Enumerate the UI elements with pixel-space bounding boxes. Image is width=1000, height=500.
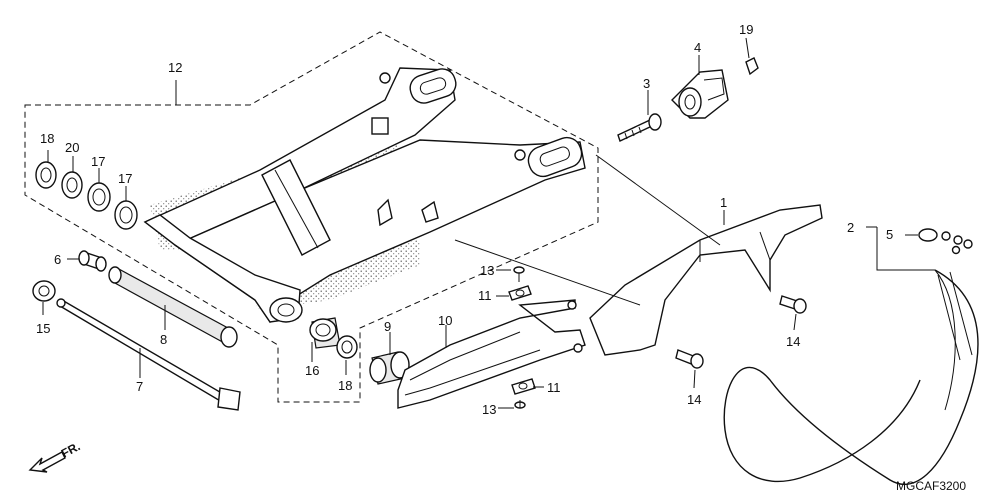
callout-2: 2 [847,220,854,235]
bearing-stack [35,161,138,230]
washer-11-lower [511,378,536,395]
callout-19: 19 [739,22,753,37]
dust-seal-18-upper [35,161,57,189]
callout-5: 5 [886,227,893,242]
callout-9: 9 [384,319,391,334]
callout-14-right: 14 [786,334,800,349]
screw-13-lower [514,400,526,409]
callout-17-b: 17 [118,171,132,186]
callout-11-upper: 11 [478,288,492,303]
callout-18-upper: 18 [40,131,54,146]
pivot-nut-15 [32,280,56,302]
chain-slider-10 [397,299,586,409]
front-direction-marker: FR. [28,439,82,473]
washer-11-upper [508,285,532,301]
callout-16: 16 [305,363,319,378]
front-arrow-icon [28,451,66,473]
pivot-bolt-7 [56,298,241,411]
callout-18-lower: 18 [338,378,352,393]
bolt-14-left [675,349,704,369]
diagram-code: MGCAF3200 [896,479,966,493]
callout-6: 6 [54,252,61,267]
callout-20: 20 [65,140,79,155]
master-link-5 [918,228,973,255]
chain-case-1 [589,204,823,356]
screw-13-upper [513,266,525,282]
chain-adjuster-4 [671,69,729,119]
callout-14-left: 14 [687,392,701,407]
callout-13-lower: 13 [482,402,496,417]
callout-13-upper: 13 [480,263,494,278]
callout-1: 1 [720,195,727,210]
collar-20 [61,171,83,199]
callout-15: 15 [36,321,50,336]
callout-17-a: 17 [91,154,105,169]
clip-19 [745,57,759,76]
pivot-collar-8 [108,266,238,348]
group-12-outline [24,31,599,403]
drive-chain-2 [723,269,979,486]
callout-11-lower: 11 [547,380,561,395]
bolt-14-right [779,295,807,314]
dust-seal-18-lower [336,335,358,359]
leader-lines [42,37,935,409]
callout-3: 3 [643,76,650,91]
callout-10: 10 [438,313,452,328]
needle-bearing-16 [309,317,341,349]
callout-labels: 1 2 3 4 5 6 7 8 9 10 11 11 12 13 13 14 1… [36,22,893,417]
bearing-17-b [114,200,138,230]
callout-7: 7 [136,379,143,394]
collar-9 [369,351,410,385]
callout-8: 8 [160,332,167,347]
bearing-17-a [87,182,111,212]
adjusting-bolt-3 [617,113,662,142]
bushing-6 [78,250,107,272]
swingarm [143,67,586,324]
callout-4: 4 [694,40,701,55]
callout-12: 12 [168,60,182,75]
